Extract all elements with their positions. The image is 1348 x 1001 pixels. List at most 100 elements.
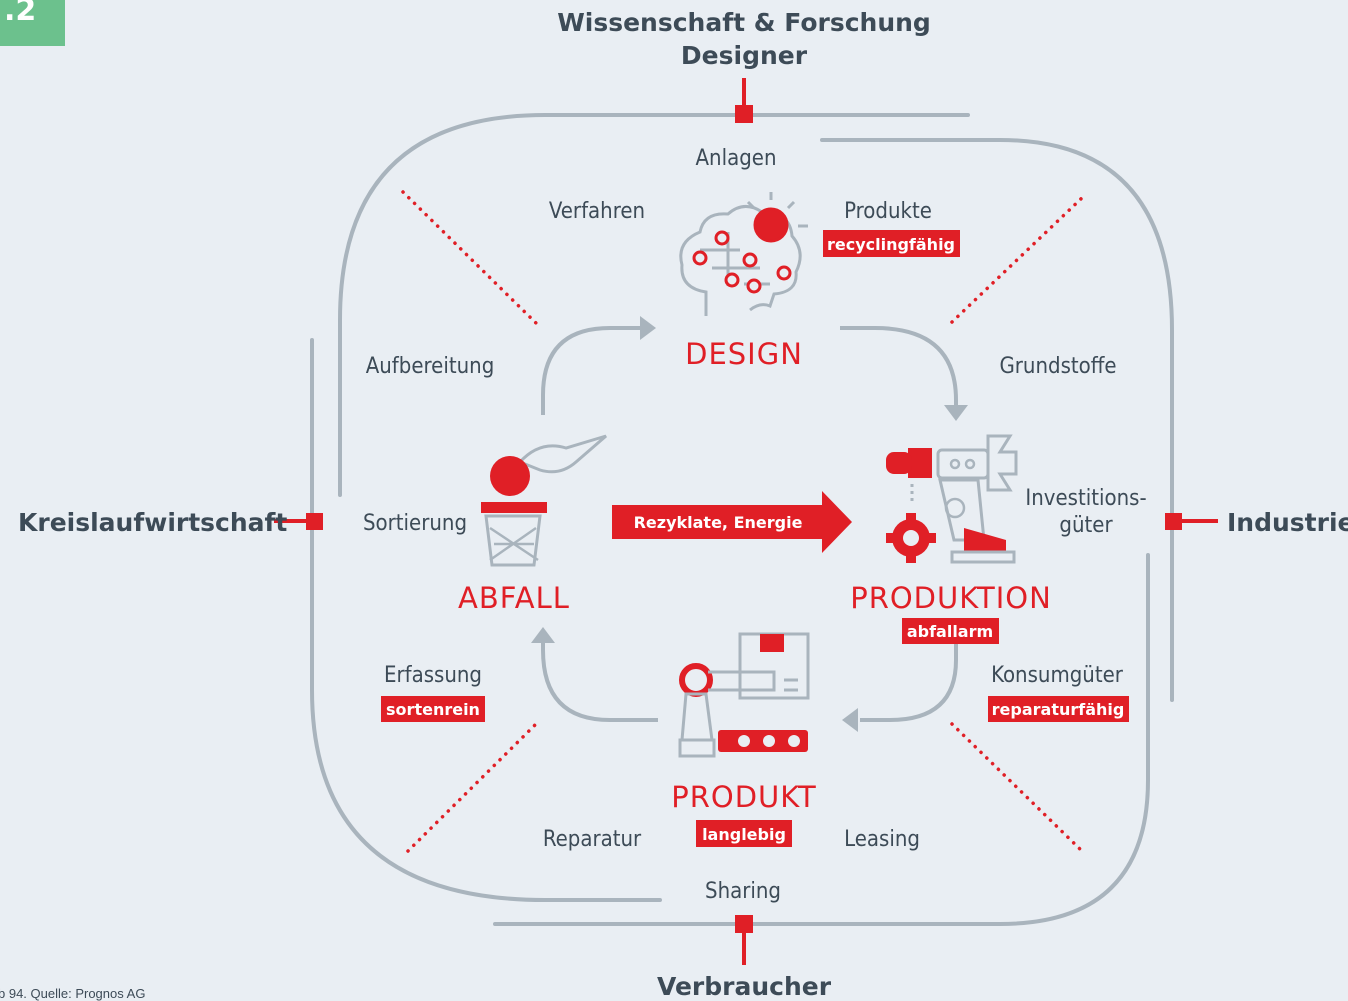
tag-langlebig-text: langlebig <box>702 825 786 844</box>
basket-weave <box>489 526 539 562</box>
brain-node-6 <box>746 278 762 294</box>
arm-column <box>986 434 1018 492</box>
label-leasing: Leasing <box>844 827 920 852</box>
tag-reparaturfaehig: reparaturfähig <box>988 696 1129 722</box>
label-konsumgueter: Konsumgüter <box>991 663 1124 688</box>
arrow-produkt-to-abfall <box>541 640 658 722</box>
basket-body <box>484 514 542 567</box>
arrow-produktion-to-produkt <box>860 640 958 722</box>
conveyor-roller-2 <box>763 735 775 747</box>
robot-body <box>680 692 714 742</box>
label-sharing: Sharing <box>705 879 781 904</box>
label-sortierung: Sortierung <box>363 511 467 536</box>
gripper-icon <box>908 448 932 478</box>
basket-rim <box>481 502 547 513</box>
arm-pivot <box>944 497 966 519</box>
node-abfall: ABFALL <box>458 581 570 615</box>
lightbulb-icon <box>753 207 789 243</box>
brain-node-5 <box>776 265 792 281</box>
diagonal-bottom-right <box>950 722 1085 854</box>
recyclate-arrow: Rezyklate, Energie <box>612 491 852 553</box>
arrowhead-design <box>640 316 656 340</box>
brain-node-4 <box>724 272 740 288</box>
connector-bottom-node <box>735 915 753 933</box>
diagonal-bottom-left <box>406 722 538 853</box>
robot-arm-icon <box>886 434 1018 564</box>
tag-langlebig: langlebig <box>696 820 792 847</box>
hand-icon <box>517 434 607 474</box>
arm-joint <box>936 448 990 480</box>
arm-bolt-1 <box>949 458 961 470</box>
tag-recyclingfaehig-bg <box>823 230 960 257</box>
label-investitions-line2: güter <box>1059 513 1113 538</box>
gear-hole <box>903 530 919 546</box>
actor-bottom: Verbraucher <box>657 972 832 1001</box>
tag-reparaturfaehig-bg <box>988 696 1129 722</box>
brain-nodes <box>692 207 792 294</box>
robot-base <box>678 738 716 758</box>
recyclate-arrow-label: Rezyklate, Energie <box>634 513 803 532</box>
tag-sortenrein-text: sortenrein <box>386 700 480 719</box>
recyclate-arrow-shape <box>612 491 852 553</box>
label-grundstoffe: Grundstoffe <box>999 354 1116 379</box>
frame-bottom-right <box>493 553 1150 926</box>
actor-top-line1: Wissenschaft & Forschung <box>557 8 931 37</box>
tag-recyclingfaehig-text: recyclingfähig <box>827 235 955 254</box>
node-produkt: PRODUKT <box>671 780 817 814</box>
brain-node-2 <box>714 230 730 246</box>
waste-ball <box>490 456 530 496</box>
tag-abfallarm-text: abfallarm <box>907 622 993 641</box>
connector-top-node <box>735 105 753 123</box>
gear-teeth <box>886 513 936 563</box>
dotted-diagonals <box>401 190 1087 854</box>
label-aufbereitung: Aufbereitung <box>366 354 495 379</box>
arm-bolt-2 <box>964 458 976 470</box>
bulb-ray-left <box>746 200 756 210</box>
diagonal-top-right <box>950 193 1087 324</box>
tag-abfallarm: abfallarm <box>902 618 999 644</box>
diagonal-top-left <box>401 190 539 326</box>
brain-circuits <box>700 232 770 286</box>
actor-top-line2: Designer <box>681 41 808 70</box>
waste-basket-icon <box>481 434 607 567</box>
label-produkte: Produkte <box>844 199 932 224</box>
frame-bottom-left <box>310 338 662 902</box>
actor-connectors <box>274 78 1218 965</box>
label-erfassung: Erfassung <box>384 663 482 688</box>
cycle-arrowheads <box>531 316 968 732</box>
figure-caption: b 94. Quelle: Prognos AG <box>0 986 146 1001</box>
tag-langlebig-bg <box>696 820 792 847</box>
robot-arm <box>708 670 776 692</box>
tag-recyclingfaehig: recyclingfähig <box>823 230 960 257</box>
frame-top-right <box>820 138 1174 702</box>
frame-top-left <box>338 113 970 497</box>
cycle-arrows <box>541 326 958 722</box>
tag-abfallarm-bg <box>902 618 999 644</box>
product-box-label <box>760 634 784 652</box>
connector-right-node <box>1165 513 1182 530</box>
chapter-badge: .2 <box>0 0 65 46</box>
node-produktion: PRODUKTION <box>850 581 1052 615</box>
label-investitions-line1: Investitions- <box>1025 486 1146 511</box>
label-verfahren: Verfahren <box>549 199 645 224</box>
brain-node-3 <box>742 252 758 268</box>
arm-base-red <box>964 528 1006 552</box>
arrow-design-to-produktion <box>840 326 958 408</box>
node-design: DESIGN <box>685 337 803 371</box>
arrowhead-produkt <box>842 708 858 732</box>
bulb-ray-right <box>786 200 796 210</box>
conveyor-roller-1 <box>738 735 750 747</box>
arm-base <box>950 550 1016 564</box>
outer-frame <box>310 113 1174 926</box>
tag-sortenrein-bg <box>381 696 485 722</box>
conveyor-robot-icon <box>678 632 810 758</box>
robot-joint <box>679 663 713 697</box>
tag-sortenrein: sortenrein <box>381 696 485 722</box>
label-reparatur: Reparatur <box>543 827 642 852</box>
connector-left-node <box>306 513 323 530</box>
actor-left: Kreislaufwirtschaft <box>18 508 287 537</box>
brain-node-1 <box>692 250 708 266</box>
tag-reparaturfaehig-text: reparaturfähig <box>992 700 1125 719</box>
arrowhead-produktion <box>944 405 968 421</box>
